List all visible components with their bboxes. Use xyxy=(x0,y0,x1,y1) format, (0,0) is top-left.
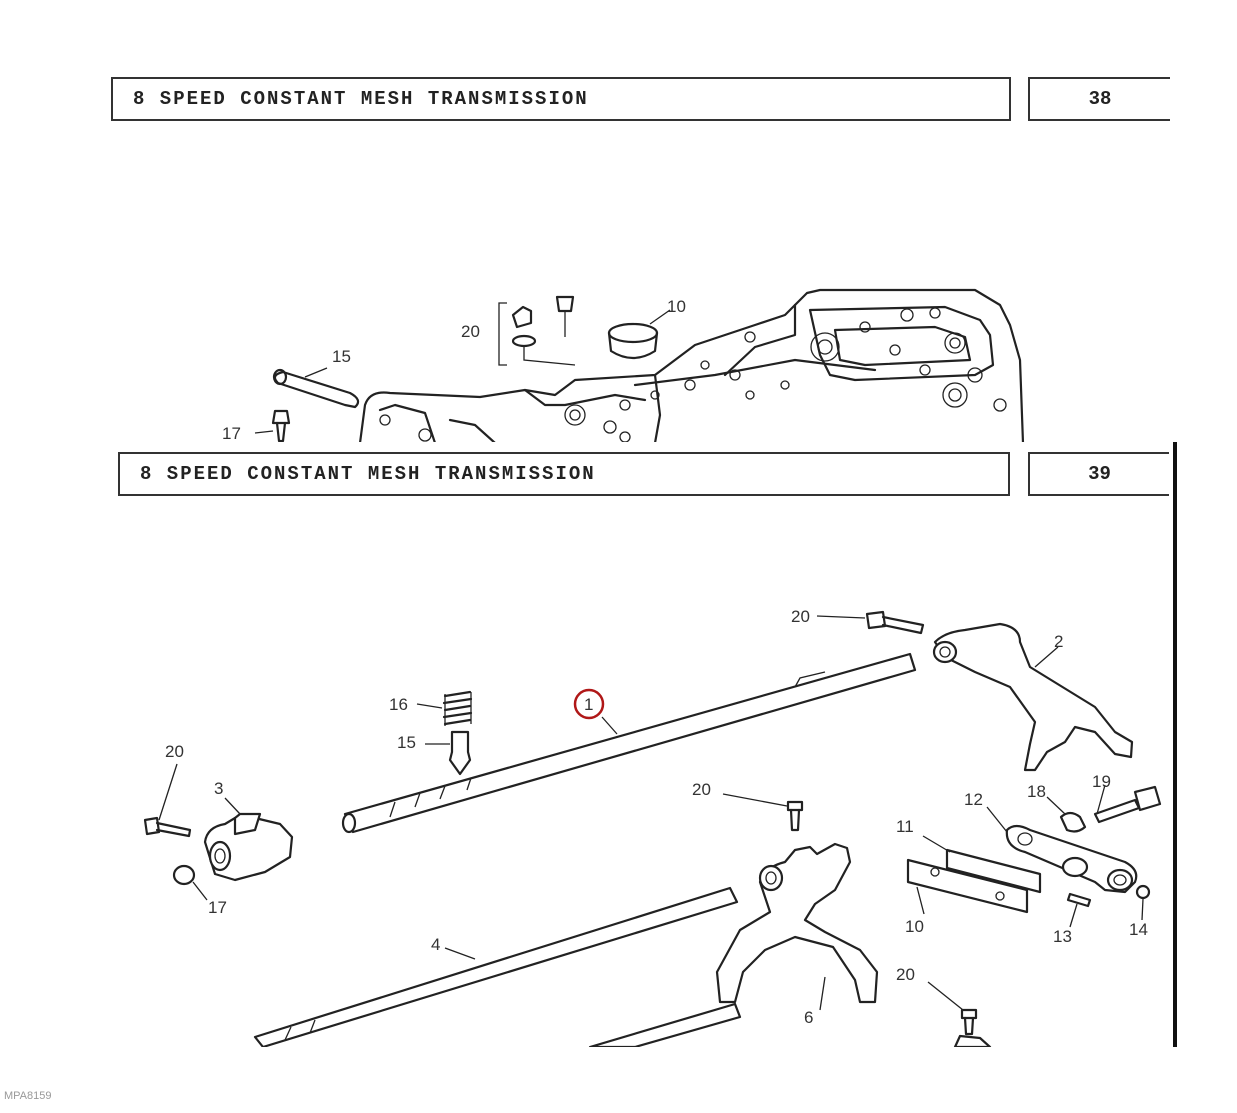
callout-15: 15 xyxy=(397,733,416,752)
callout-2: 2 xyxy=(1054,632,1063,651)
callout-14: 14 xyxy=(1129,920,1148,939)
callout-17: 17 xyxy=(208,898,227,917)
diagram-sheet-38: 8 SPEED CONSTANT MESH TRANSMISSION 38 xyxy=(95,75,1170,443)
callout-20: 20 xyxy=(461,322,480,341)
sheet-39-drawing: 20 2 1 16 15 20 3 17 20 18 19 12 11 10 1… xyxy=(143,607,1162,1047)
callout-20: 20 xyxy=(791,607,810,626)
callout-19: 19 xyxy=(1092,772,1111,791)
sheet-38-drawing: 17 15 10 20 xyxy=(222,288,1025,443)
sheet-39-title: 8 SPEED CONSTANT MESH TRANSMISSION xyxy=(118,452,1010,496)
callout-13: 13 xyxy=(1053,927,1072,946)
callout-20: 20 xyxy=(896,965,915,984)
sheet-38-page-number: 38 xyxy=(1028,77,1170,121)
callout-3: 3 xyxy=(214,779,223,798)
callout-1: 1 xyxy=(584,695,593,714)
callout-6: 6 xyxy=(804,1008,813,1027)
callout-17: 17 xyxy=(222,424,241,443)
callout-20: 20 xyxy=(692,780,711,799)
callout-12: 12 xyxy=(964,790,983,809)
callout-4: 4 xyxy=(431,935,440,954)
callout-11: 11 xyxy=(896,817,914,836)
highlight-circle xyxy=(573,688,605,720)
callout-16: 16 xyxy=(389,695,408,714)
callout-10: 10 xyxy=(667,297,686,316)
callout-20: 20 xyxy=(165,742,184,761)
diagram-sheet-39: 8 SPEED CONSTANT MESH TRANSMISSION 39 xyxy=(95,442,1177,1047)
footer-code: MPA8159 xyxy=(4,1090,52,1102)
sheet-39-page-number: 39 xyxy=(1028,452,1169,496)
callout-18: 18 xyxy=(1027,782,1046,801)
callout-15: 15 xyxy=(332,347,351,366)
sheet-38-title: 8 SPEED CONSTANT MESH TRANSMISSION xyxy=(111,77,1011,121)
callout-10: 10 xyxy=(905,917,924,936)
